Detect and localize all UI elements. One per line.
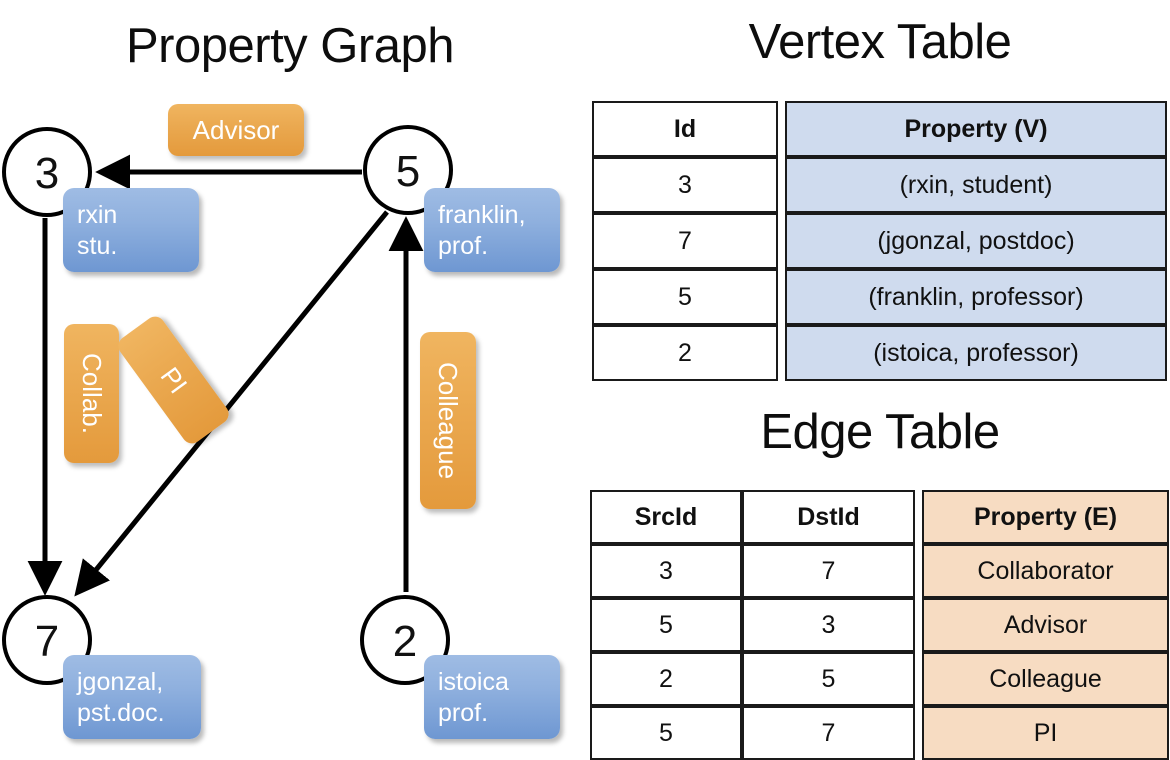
vertex-table-header-property: Property (V) — [785, 101, 1167, 157]
edge-label-collab-text: Collab. — [77, 353, 107, 434]
vertex-cell-id-1: 7 — [592, 213, 778, 269]
table-row: 2 5 Colleague — [590, 652, 1169, 706]
node-property-box-5: franklin, prof. — [424, 188, 560, 272]
node-property-line-rxin-2: stu. — [77, 232, 118, 260]
node-property-box-2: istoica prof. — [424, 655, 560, 739]
table-row: 3 7 Collaborator — [590, 544, 1169, 598]
graph-node-7-label: 7 — [34, 617, 60, 666]
edge-cell-dst-2: 5 — [742, 652, 915, 706]
edge-cell-src-2: 2 — [590, 652, 742, 706]
graph-edges-svg — [27, 154, 424, 597]
table-row: 5 3 Advisor — [590, 598, 1169, 652]
vertex-cell-property-0: (rxin, student) — [785, 157, 1167, 213]
edge-cell-dst-0: 7 — [742, 544, 915, 598]
graph-node-2[interactable]: 2 — [360, 595, 450, 685]
edge-cell-property-1: Advisor — [922, 598, 1169, 652]
graph-node-5-label: 5 — [395, 147, 421, 196]
edge-cell-property-0: Collaborator — [922, 544, 1169, 598]
node-property-box-7: jgonzal, pst.doc. — [63, 655, 201, 739]
vertex-cell-property-2: (franklin, professor) — [785, 269, 1167, 325]
page-title-edge-table: Edge Table — [760, 405, 1000, 459]
edge-table-column-gap — [915, 598, 922, 652]
vertex-cell-id-3: 2 — [592, 325, 778, 381]
node-property-line-jgonzal-1: jgonzal, — [77, 668, 164, 696]
node-property-line-rxin-1: rxin — [77, 201, 118, 229]
vertex-table-column-gap — [778, 325, 785, 381]
node-property-box-3: rxin stu. — [63, 188, 199, 272]
page-title-vertex-table: Vertex Table — [748, 15, 1012, 69]
edge-label-collab: Collab. — [64, 324, 119, 463]
property-graph-panel: Property Graph 3 5 7 — [2, 19, 560, 739]
edge-table-header-property: Property (E) — [922, 490, 1169, 544]
edge-cell-src-0: 3 — [590, 544, 742, 598]
edge-table-column-gap — [915, 652, 922, 706]
graph-node-5[interactable]: 5 — [363, 125, 453, 215]
node-property-line-istoica-2: prof. — [438, 699, 489, 727]
vertex-table-column-gap — [778, 101, 785, 157]
node-property-line-istoica-1: istoica — [438, 668, 509, 696]
vertex-cell-property-3: (istoica, professor) — [785, 325, 1167, 381]
edge-cell-dst-3: 7 — [742, 706, 915, 760]
table-row: 5 7 PI — [590, 706, 1169, 760]
edge-label-colleague: Colleague — [420, 332, 476, 509]
edge-cell-dst-1: 3 — [742, 598, 915, 652]
edge-cell-src-1: 5 — [590, 598, 742, 652]
table-row: 2 (istoica, professor) — [592, 325, 1167, 381]
graph-node-3-label: 3 — [34, 149, 60, 198]
edge-table-header-row: SrcId DstId Property (E) — [590, 490, 1169, 544]
node-property-line-franklin-1: franklin, — [438, 201, 526, 229]
vertex-cell-id-2: 5 — [592, 269, 778, 325]
edge-table-column-gap — [915, 544, 922, 598]
edge-label-pi-text: PI — [154, 360, 194, 399]
edge-label-colleague-text: Colleague — [433, 361, 464, 480]
vertex-table: Id Property (V) 3 (rxin, student) 7 (jgo… — [592, 101, 1167, 381]
edge-cell-property-2: Colleague — [922, 652, 1169, 706]
edge-table-header-srcid: SrcId — [590, 490, 742, 544]
node-property-line-franklin-2: prof. — [438, 232, 489, 260]
table-row: 5 (franklin, professor) — [592, 269, 1167, 325]
vertex-table-header-row: Id Property (V) — [592, 101, 1167, 157]
table-row: 7 (jgonzal, postdoc) — [592, 213, 1167, 269]
vertex-table-header-id: Id — [592, 101, 778, 157]
vertex-table-column-gap — [778, 157, 785, 213]
vertex-cell-id-0: 3 — [592, 157, 778, 213]
vertex-table-column-gap — [778, 213, 785, 269]
edge-cell-property-3: PI — [922, 706, 1169, 760]
edge-label-advisor: Advisor — [168, 104, 304, 156]
page-title-property-graph: Property Graph — [126, 19, 455, 73]
edge-label-advisor-text: Advisor — [192, 114, 280, 145]
edge-table-column-gap — [915, 706, 922, 760]
node-property-line-jgonzal-2: pst.doc. — [77, 699, 165, 727]
edge-table-column-gap — [915, 490, 922, 544]
vertex-table-column-gap — [778, 269, 785, 325]
edge-cell-src-3: 5 — [590, 706, 742, 760]
edge-pi-5-to-7 — [74, 210, 389, 597]
table-row: 3 (rxin, student) — [592, 157, 1167, 213]
edge-table-header-dstid: DstId — [742, 490, 915, 544]
vertex-cell-property-1: (jgonzal, postdoc) — [785, 213, 1167, 269]
edge-table: SrcId DstId Property (E) 3 7 Collaborato… — [590, 490, 1169, 760]
graph-node-2-label: 2 — [392, 617, 418, 666]
